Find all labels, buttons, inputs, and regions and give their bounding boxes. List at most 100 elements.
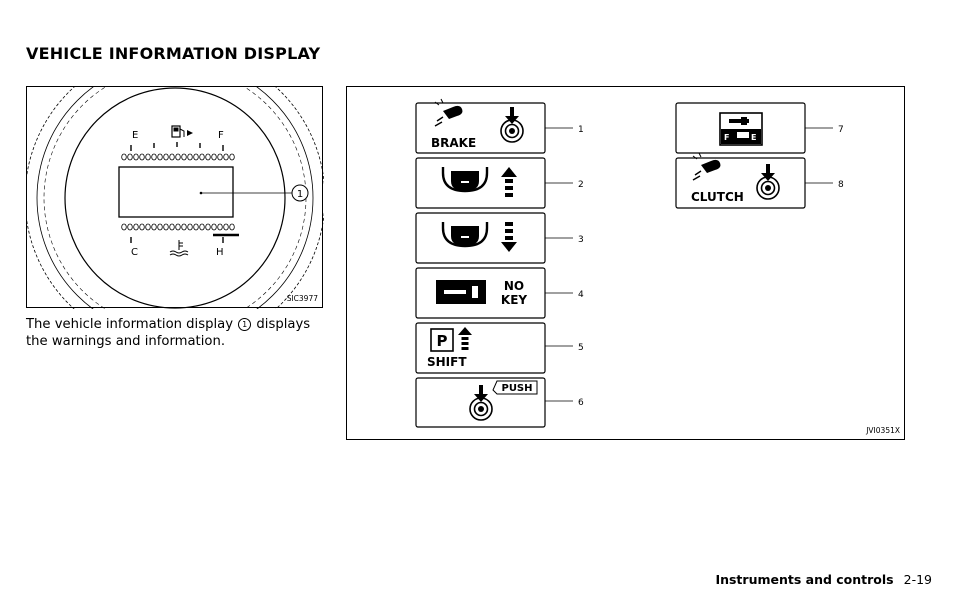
gauge-segment [169,153,175,161]
clutch-pedal-icon [692,152,721,181]
page-heading: VEHICLE INFORMATION DISPLAY [26,44,321,63]
gauge-segment [229,223,235,231]
gauge-segment [121,153,127,161]
callout-label: 8 [838,180,844,190]
gauge-segment [169,223,175,231]
callout-label: 3 [578,235,584,245]
push-start-panel: PUSH 6 [415,377,584,428]
gauge-segment [181,223,187,231]
gauge-segment [211,153,217,161]
park-box [430,328,454,352]
gauge-segment [127,223,133,231]
gauge-segment [229,153,235,161]
fuel-full-label: F [218,130,224,141]
arrow-up-icon [501,167,517,197]
gauge-figure: E F C H 1 SIC3977 [26,86,324,309]
callout-label: 4 [578,290,584,300]
key-icon [436,280,486,304]
gauge-segment [163,153,169,161]
figure-code: JVI0351X [866,426,900,435]
temp-cold-label: C [131,247,138,258]
steering-wheel-icon [441,222,489,248]
callout-label: 1 [578,125,584,135]
push-button-icon [756,163,780,200]
callout-label: 2 [578,180,584,190]
push-button-icon [469,384,493,421]
figure-code: SIC3977 [286,294,318,303]
callout-1-number: 1 [297,189,303,200]
push-button-icon [500,106,524,143]
body-text-end: displays the warnings and information. [26,317,311,349]
gauge-segment [157,223,163,231]
arrow-down-icon [501,222,517,252]
gauge-segment [175,153,181,161]
gauge-segment [199,223,205,231]
steering-lock-release-panel: 2 [415,157,584,209]
body-text-start: The vehicle information display [26,317,234,332]
steering-lock-panel: 3 [415,212,584,264]
no-key-label-line1: NO [504,279,524,293]
gauge-segment [223,223,229,231]
coolant-temperature-icon [169,240,189,257]
gauge-segment [193,223,199,231]
lcd-screen [118,166,234,218]
gauge-segment [199,153,205,161]
gauge-segment [193,153,199,161]
clutch-indicator-panel: CLUTCH 8 [675,152,844,209]
callout-1-marker [291,184,309,202]
brake-indicator-panel: BRAKE 1 [415,98,584,154]
key-empty-label: E [751,133,756,142]
steering-wheel-icon [441,167,489,193]
key-battery-panel: F E 7 [675,102,844,154]
indicator-illustration: BRAKE 1 2 [415,98,844,428]
gauge-segment [133,153,139,161]
gauge-segment [205,223,211,231]
gauge-segment [205,153,211,161]
gauge-segment [145,153,151,161]
callout-label: 6 [578,398,584,408]
brake-label: BRAKE [431,136,476,150]
callout-label: 7 [838,125,844,135]
shift-park-panel: P SHIFT 5 [415,322,584,374]
gauge-segment [127,153,133,161]
no-key-panel: NO KEY 4 [415,267,584,319]
callout-label: 5 [578,343,584,353]
gauge-segment [217,153,223,161]
gauge-segment [145,223,151,231]
indicator-figure: BRAKE 1 2 [346,86,905,440]
park-label: P [437,332,448,350]
gauge-segment [217,223,223,231]
temp-hot-label: H [216,247,224,258]
gauge-segment [157,153,163,161]
fuel-segment-row [121,153,235,161]
footer-section-title: Instruments and controls [715,572,894,587]
gauge-segment [139,223,145,231]
push-label: PUSH [501,383,532,394]
gauge-segment [187,153,193,161]
page-number: 2-19 [903,572,932,587]
gauge-illustration: E F C H 1 [27,87,324,309]
gauge-segment [139,153,145,161]
fuel-pump-icon [171,125,193,138]
gauge-segment [223,153,229,161]
fuel-empty-label: E [132,130,138,141]
arrow-up-icon [458,327,472,350]
key-battery-icon: F E [719,112,763,146]
key-full-label: F [724,133,729,142]
gauge-segment [151,153,157,161]
temp-segment-row [121,223,235,231]
shift-label: SHIFT [427,355,467,369]
gauge-segment [211,223,217,231]
gauge-segment [181,153,187,161]
callout-reference: 1 [238,318,252,331]
gauge-segment [133,223,139,231]
gauge-segment [175,223,181,231]
gauge-segment [151,223,157,231]
gauge-segment [187,223,193,231]
no-key-label-line2: KEY [501,293,527,307]
clutch-label: CLUTCH [691,190,744,204]
gauge-segment [163,223,169,231]
page-footer: Instruments and controls 2-19 [715,572,932,587]
gauge-segment [121,223,127,231]
brake-pedal-icon [434,98,463,127]
